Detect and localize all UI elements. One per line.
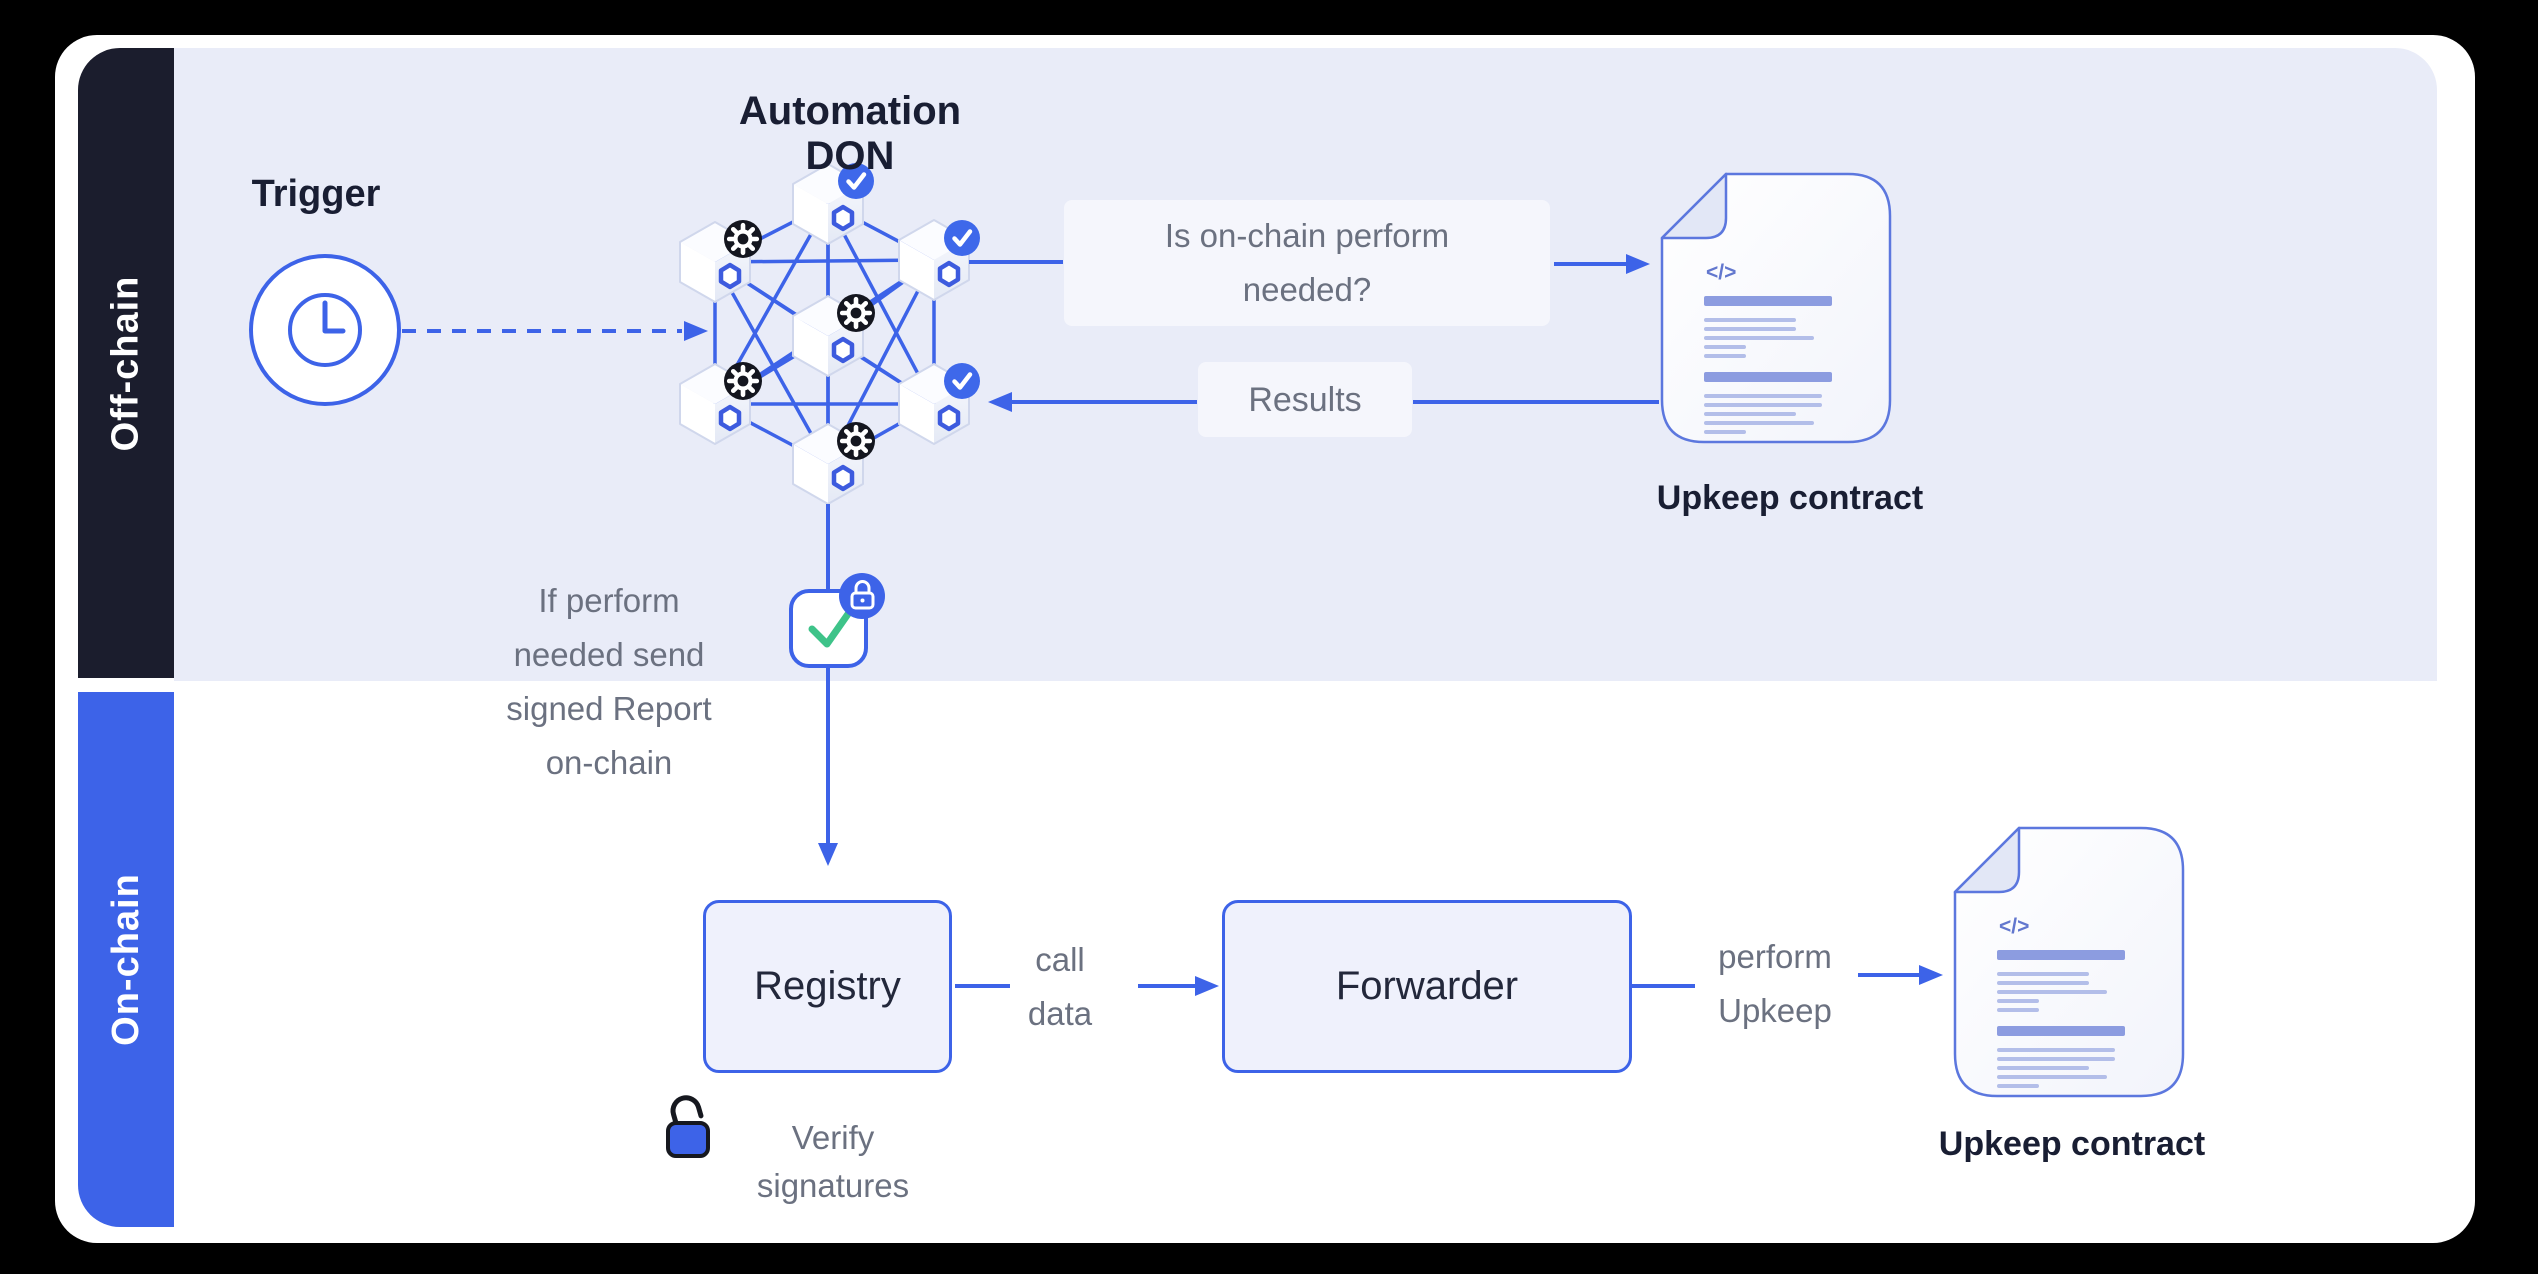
check-badge-icon	[944, 363, 980, 399]
question-to-upkeep-arrow	[1554, 254, 1650, 274]
call-data-arrow	[955, 976, 1219, 996]
arrowhead-right-icon	[1626, 254, 1650, 274]
lock-badge-icon	[839, 573, 885, 619]
gear-badge-icon	[837, 294, 875, 332]
upkeep-contract-label-bottom: Upkeep contract	[1938, 1125, 2206, 1163]
question-note: Is on-chain perform needed?	[1064, 200, 1550, 326]
padlock-open-icon	[666, 1095, 710, 1158]
report-note: If perform needed send signed Report on-…	[506, 582, 712, 781]
perform-upkeep-arrow	[1632, 965, 1943, 988]
perform-upkeep-label: perform Upkeep	[1718, 938, 1832, 1029]
upkeep-contract-label-top: Upkeep contract	[1656, 479, 1924, 517]
call-data-label: call data	[1027, 941, 1093, 1032]
arrowhead-right-icon	[684, 321, 708, 341]
results-label: Results	[1198, 362, 1412, 437]
trigger-arrow	[402, 321, 708, 341]
registry-box: Registry	[703, 900, 952, 1073]
trigger-node	[249, 254, 401, 406]
arrowhead-down-icon	[818, 843, 838, 866]
upkeep-contract-document-icon	[1953, 826, 2185, 1098]
check-badge-icon	[944, 220, 980, 256]
report-arrow	[818, 504, 838, 866]
trigger-label: Trigger	[251, 173, 381, 215]
offchain-sidebar: Off-chain	[78, 48, 174, 678]
verify-signatures-label: Verify signatures	[756, 1119, 910, 1204]
upkeep-contract-document-icon	[1660, 172, 1892, 444]
arrowhead-right-icon	[1195, 976, 1219, 996]
results-arrow	[988, 392, 1659, 412]
signed-report-badge	[789, 573, 885, 668]
check-icon	[808, 610, 852, 648]
gear-badge-icon	[837, 422, 875, 460]
don-title: Automation DON	[738, 89, 962, 178]
forwarder-box: Forwarder	[1222, 900, 1632, 1073]
arrowhead-left-icon	[988, 392, 1012, 412]
clock-icon	[288, 293, 362, 367]
onchain-sidebar: On-chain	[78, 692, 174, 1227]
arrowhead-right-icon	[1919, 965, 1943, 985]
gear-badge-icon	[724, 362, 762, 400]
gear-badge-icon	[724, 220, 762, 258]
